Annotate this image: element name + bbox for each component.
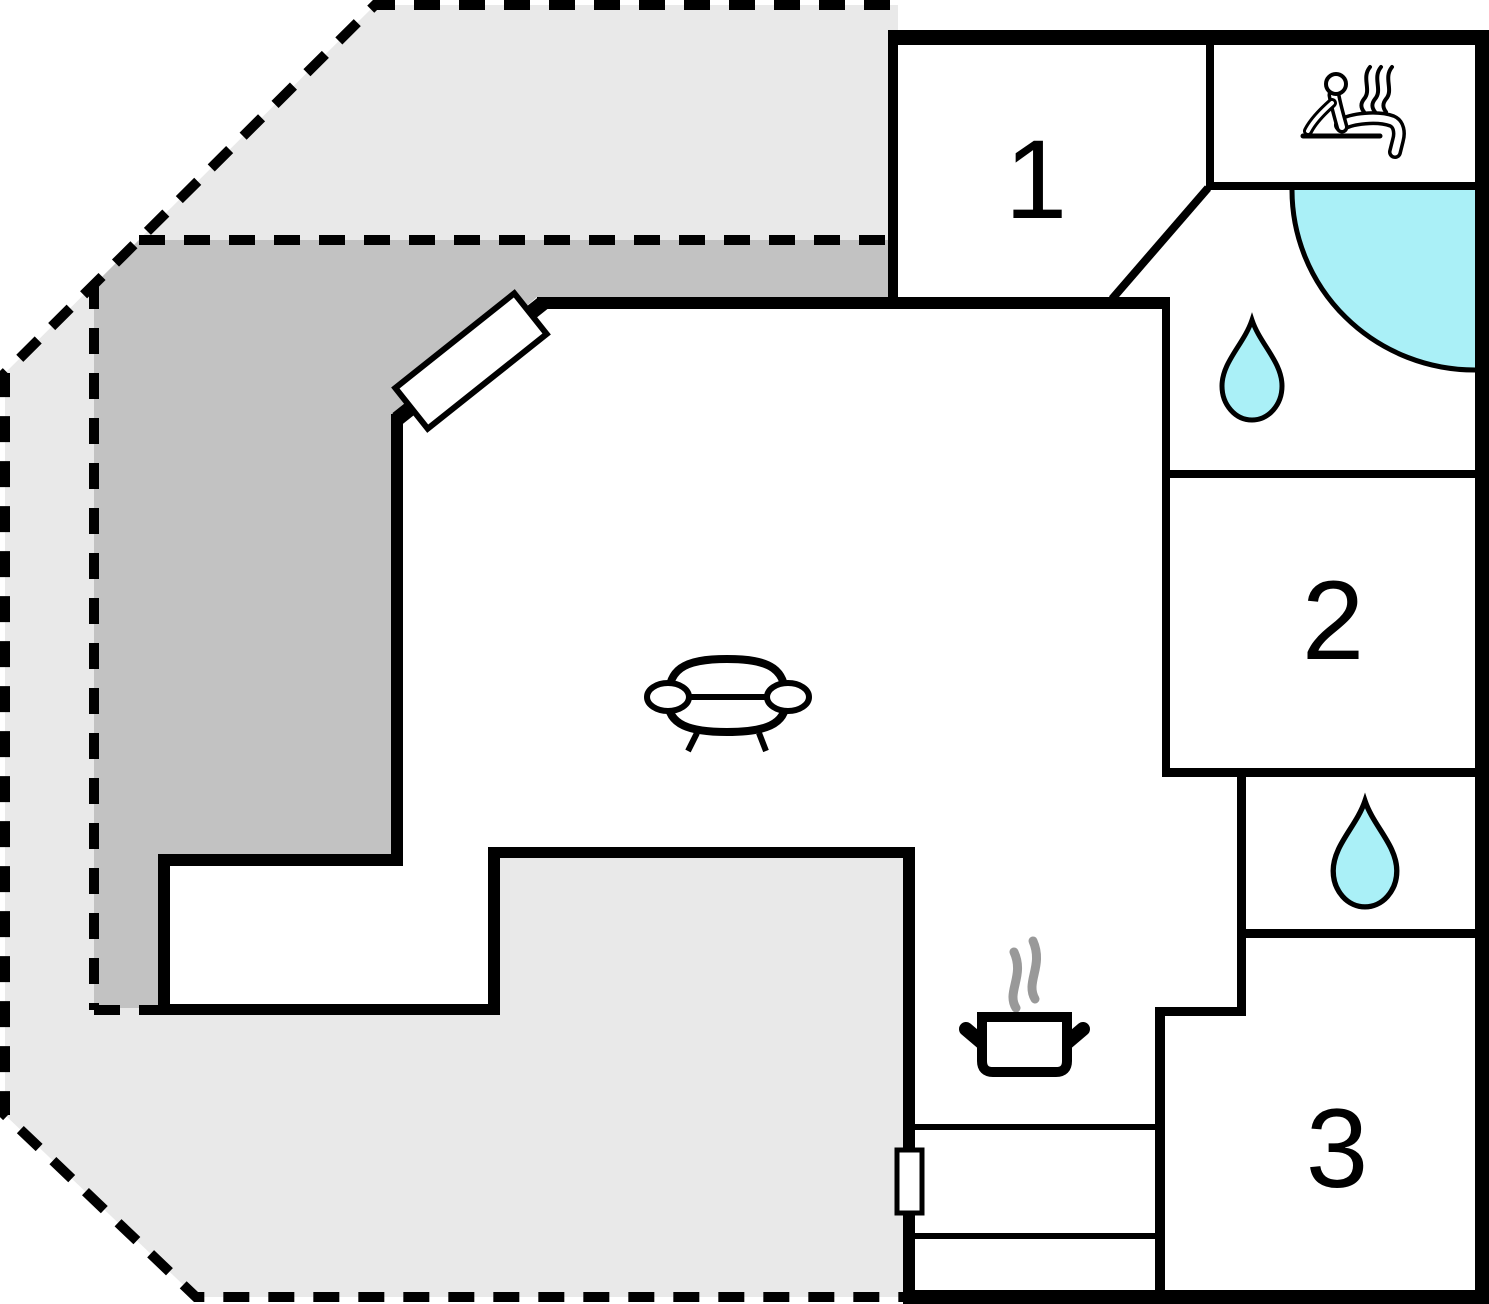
- sauna-person-leg-inner: [1337, 114, 1403, 156]
- corner-bathtub-icon: [1289, 189, 1476, 373]
- sofa-icon: [644, 654, 812, 753]
- wall-room1-left: [888, 30, 898, 309]
- pot-body: [977, 1012, 1072, 1077]
- wall-bottom: [903, 1290, 1489, 1304]
- sofa-leg-right: [756, 731, 769, 753]
- wall-alcove-top: [158, 854, 403, 866]
- water-drop-shape: [1330, 792, 1400, 910]
- sauna-person-torso-inner: [1331, 92, 1345, 130]
- door-stairs: [894, 1147, 925, 1216]
- terrace-dark-west-dashed: [89, 283, 162, 1015]
- pot-steam-line: [1008, 947, 1023, 1013]
- water-drop-icon: [1219, 312, 1285, 423]
- sofa-armrest-right: [764, 680, 812, 714]
- stair-tread-line-2: [915, 1233, 1155, 1239]
- sofa-armrest-left: [644, 680, 692, 714]
- wall-sauna-bottom: [1206, 182, 1475, 190]
- sauna-steam-line: [1381, 65, 1394, 114]
- wall-alcove-left: [158, 854, 170, 1015]
- door-leaf: [391, 289, 551, 433]
- wall-left-lower: [903, 847, 915, 1304]
- room-2-label: 2: [1302, 558, 1364, 683]
- water-drop-shape: [1219, 312, 1285, 423]
- wall-bath2-bottom: [1237, 929, 1475, 938]
- wall-alcove-right: [488, 847, 500, 1015]
- corner-bathtub-arc: [1289, 189, 1476, 373]
- sofa-back: [664, 654, 790, 707]
- wall-bath1-room2-left: [1162, 305, 1170, 777]
- wall-south-kitchen: [488, 847, 915, 858]
- wall-bath1-bottom: [1162, 470, 1475, 478]
- sauna-steam-icon: [1359, 65, 1394, 114]
- sauna-person-icon: [1300, 65, 1406, 159]
- sauna-person-head: [1324, 72, 1348, 96]
- sauna-person-arm-inner: [1306, 101, 1334, 133]
- wall-room3-left: [1155, 1007, 1165, 1290]
- terrace-outline-dashed: [0, 0, 903, 1302]
- wall-bath1-diagonal: [1108, 185, 1212, 302]
- corner-bathtub-fill: [1292, 190, 1475, 370]
- sauna-steam-line: [1370, 65, 1383, 114]
- door-diagonal: [391, 289, 551, 433]
- stair-tread-line-1: [915, 1124, 1155, 1130]
- terrace-dark-area: [94, 240, 893, 1008]
- interior-walls: [915, 40, 1475, 1290]
- sauna-steam-line: [1359, 65, 1372, 114]
- wall-room2-bottom: [1162, 768, 1475, 777]
- wall-step-vertical: [1237, 929, 1246, 1016]
- wall-bath2-left: [1237, 768, 1246, 938]
- cooking-pot-icon: [959, 936, 1090, 1077]
- wall-top: [888, 30, 1489, 45]
- wall-alcove-bottom: [158, 1004, 500, 1015]
- outer-walls: [158, 30, 1489, 1304]
- water-drop-icon: [1330, 792, 1400, 910]
- room-1-label: 1: [1005, 117, 1067, 242]
- wall-living-north: [537, 297, 1170, 309]
- wall-step-horizontal: [1155, 1007, 1246, 1016]
- wall-sauna-left: [1206, 40, 1214, 190]
- wall-living-west: [391, 414, 403, 866]
- pot-steam-line: [1027, 936, 1042, 1004]
- sofa-seat: [664, 700, 790, 737]
- room-3-label: 3: [1306, 1086, 1368, 1211]
- sofa-leg-left: [685, 731, 700, 753]
- wall-right: [1475, 30, 1489, 1304]
